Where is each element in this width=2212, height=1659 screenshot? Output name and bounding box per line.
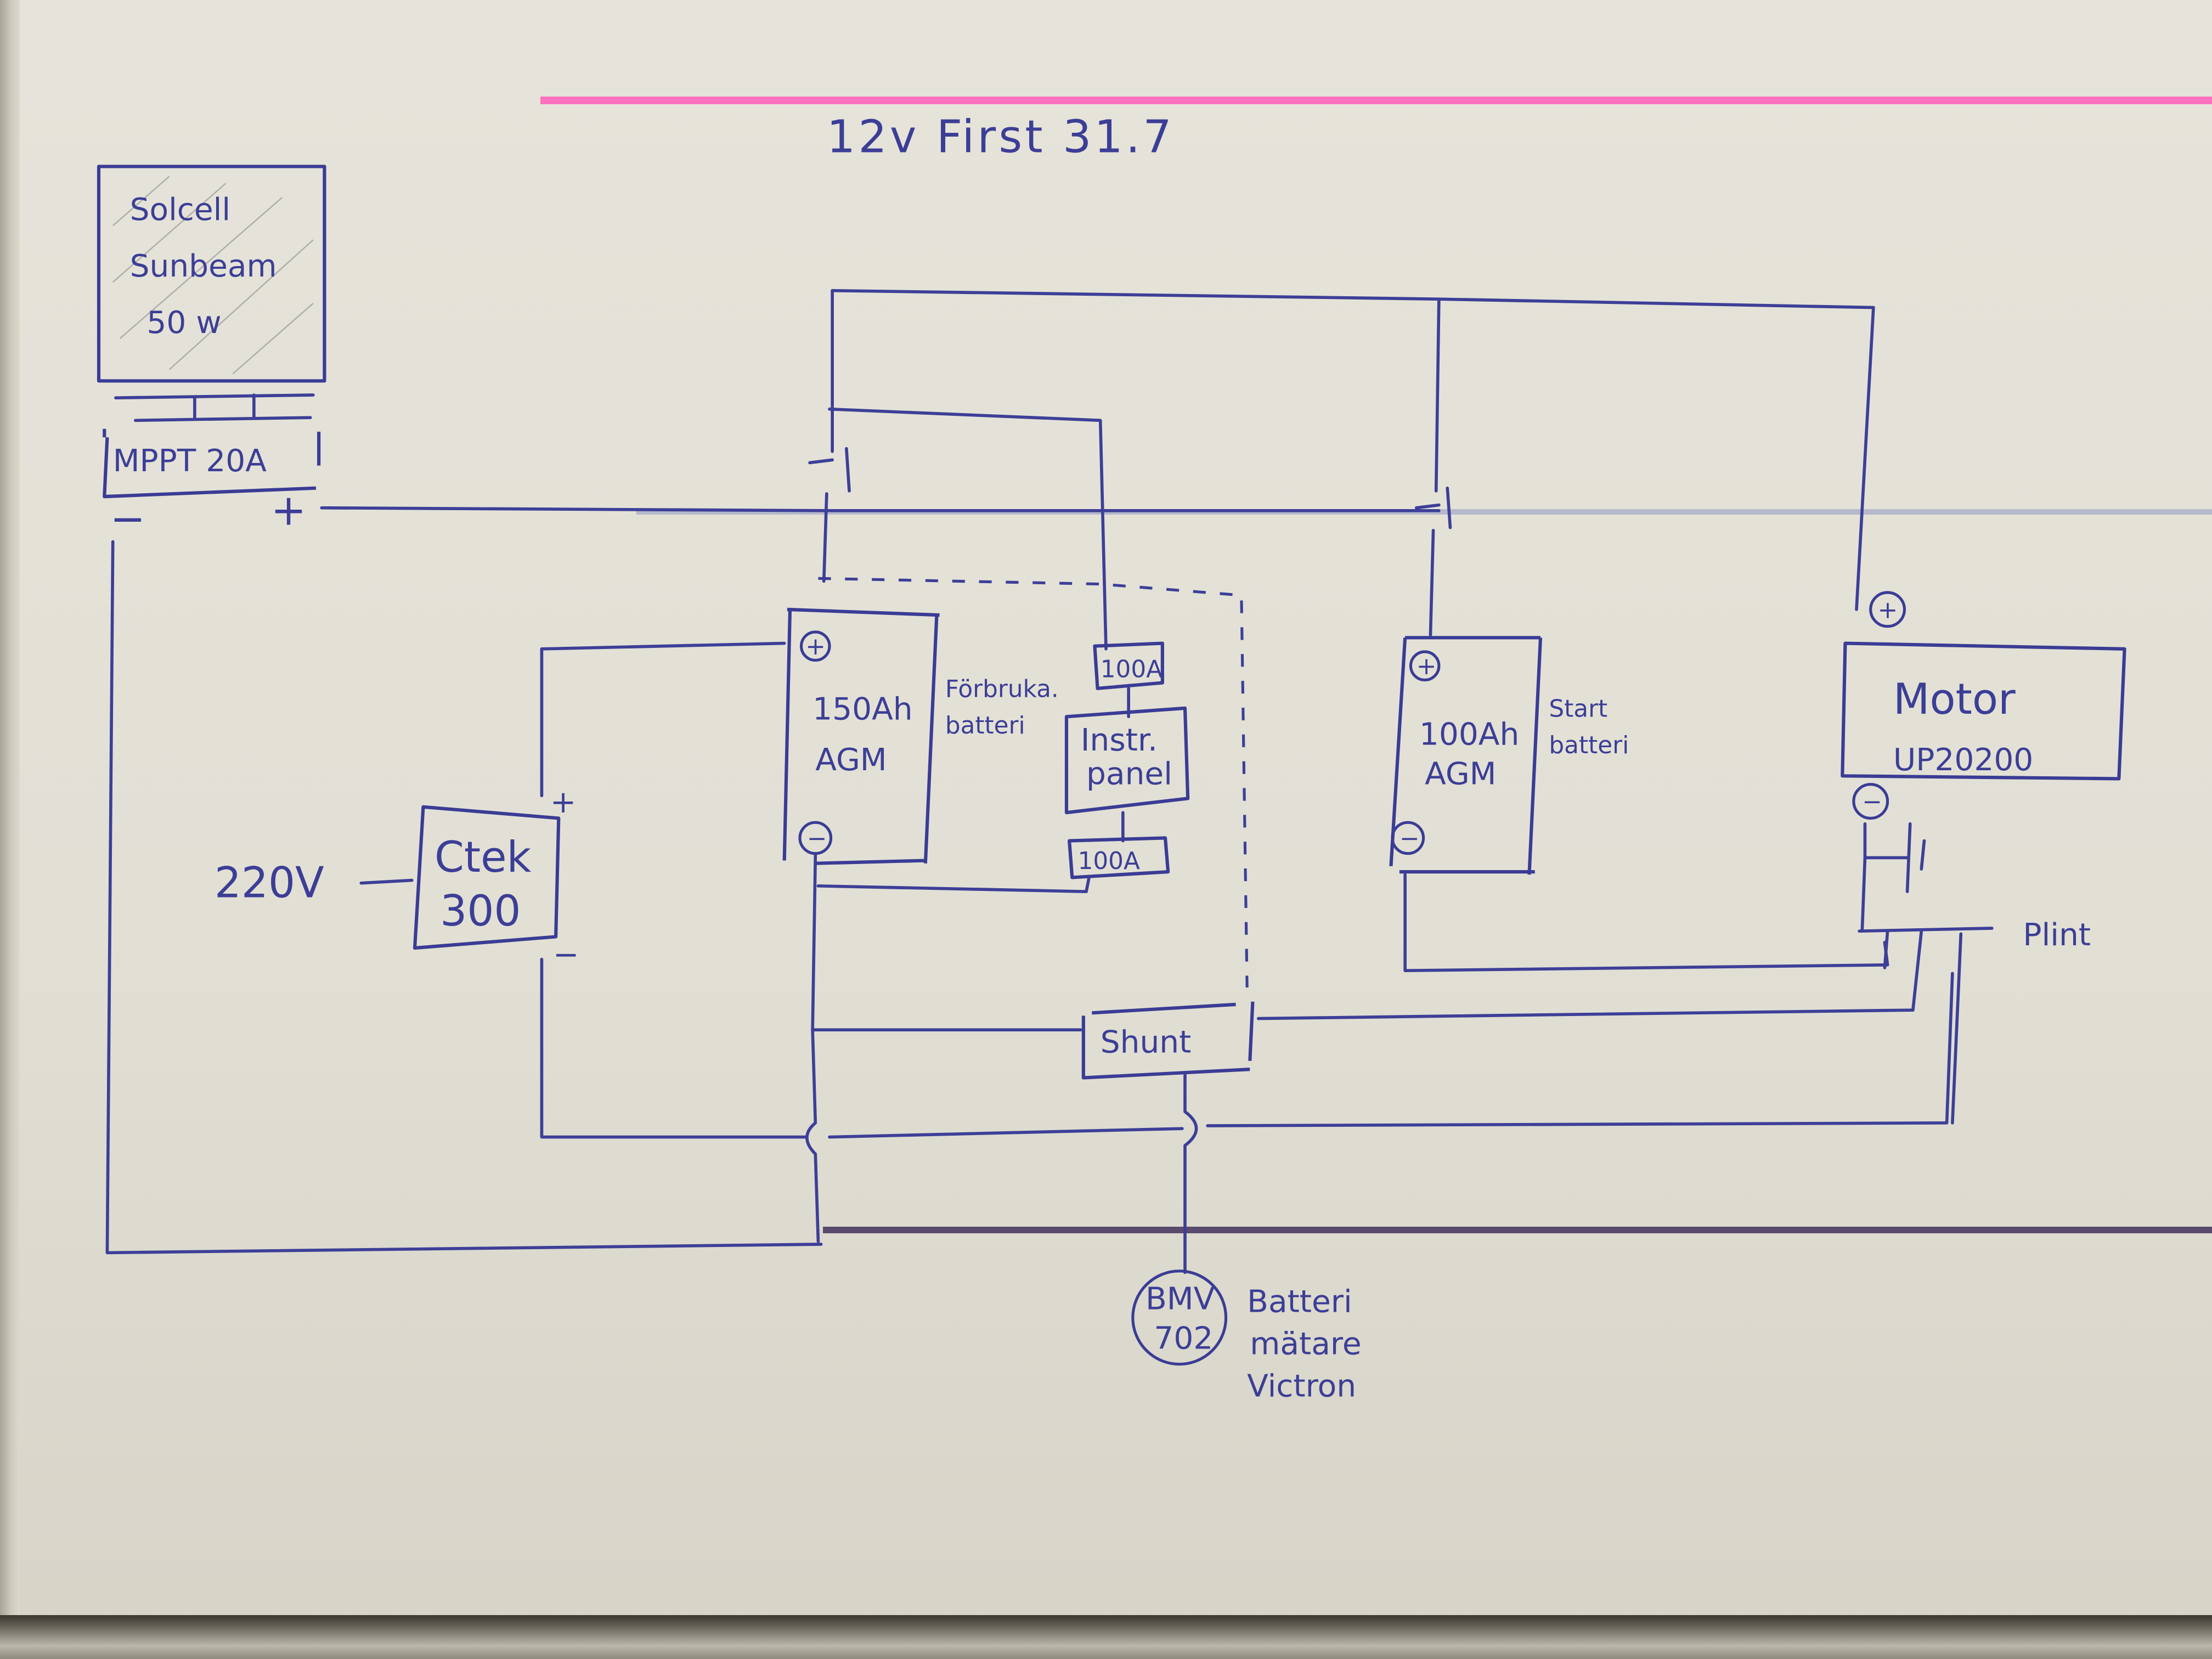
- charger-input-voltage: 220V: [215, 858, 324, 907]
- mppt-negative-wire: [105, 540, 823, 1255]
- start-battery-note: Start: [1549, 695, 1607, 723]
- fuse-top-label: 100A: [1101, 655, 1163, 683]
- charger-plus: +: [550, 784, 576, 820]
- highlight-stripe: [540, 97, 2212, 104]
- battery-monitor-note-3: Victron: [1247, 1368, 1356, 1404]
- sense-wire-dashed: [818, 577, 1249, 988]
- mppt-controller: MPPT 20A + −: [103, 428, 321, 544]
- motor-positive-terminal: [1869, 591, 1906, 628]
- solar-panel-label: Solcell: [130, 191, 231, 228]
- start-battery-type: AGM: [1425, 756, 1496, 792]
- motor-capacitor: [1860, 822, 1926, 933]
- shunt: Shunt: [1081, 1001, 1255, 1080]
- instrument-panel: Instr. panel: [1064, 706, 1190, 815]
- house-battery-type: AGM: [815, 742, 887, 778]
- start-battery-capacity: 100Ah: [1419, 716, 1520, 753]
- terminal-block-label: Plint: [2023, 917, 2091, 953]
- battery-monitor-note-2: mätare: [1250, 1326, 1361, 1362]
- mppt-plus: +: [271, 486, 307, 535]
- panel-negative-return: [816, 876, 1091, 893]
- solar-mppt-link: [114, 393, 315, 422]
- motor-model: UP20200: [1893, 742, 2033, 778]
- house-battery-note-2: batteri: [945, 712, 1025, 740]
- start-battery-switch: [1414, 486, 1452, 636]
- diagram-title: 12v First 31.7: [827, 111, 1175, 163]
- house-battery: + − 150Ah AGM Förbruka. batteri: [782, 607, 1059, 865]
- battery-monitor-number: 702: [1154, 1320, 1213, 1356]
- solar-panel-brand: Sunbeam: [130, 248, 277, 284]
- charger-model: 300: [440, 887, 521, 936]
- motor-negative-terminal: [1852, 783, 1889, 820]
- house-battery-minus: −: [807, 825, 827, 853]
- charger-positive-wire: [540, 641, 786, 651]
- motor-plus: +: [1878, 596, 1898, 624]
- instrument-feed-wire: [828, 407, 1108, 651]
- house-negative-to-shunt: [811, 853, 1082, 1031]
- house-battery-capacity: 150Ah: [812, 691, 913, 727]
- fuse-bottom-label: 100A: [1078, 847, 1140, 875]
- terminal-block: Plint: [1858, 917, 2091, 1125]
- start-battery: + − 100Ah AGM Start batteri: [1389, 636, 1629, 875]
- fuse-bottom: 100A: [1068, 836, 1170, 879]
- house-battery-note: Förbruka.: [945, 675, 1059, 703]
- mppt-positive-wire: [320, 506, 1441, 512]
- start-battery-minus: −: [1400, 825, 1420, 853]
- motor-label: Motor: [1893, 675, 2016, 724]
- shunt-to-monitor-wire: [1183, 1073, 1198, 1274]
- mppt-minus: −: [110, 494, 146, 544]
- motor-minus: −: [1862, 788, 1882, 816]
- shunt-label: Shunt: [1101, 1024, 1192, 1060]
- start-battery-note-2: batteri: [1549, 731, 1629, 759]
- shunt-to-plint-wire: [1256, 1008, 1915, 1020]
- solar-panel: Solcell Sunbeam 50 w: [97, 165, 326, 383]
- battery-monitor-note: Batteri: [1247, 1283, 1352, 1319]
- fuse-top: 100A: [1093, 641, 1164, 690]
- paper-edge-left: [0, 0, 20, 1659]
- start-bus-riser: [1434, 297, 1441, 493]
- charger-ctek: Ctek 300 + − 220V: [215, 784, 579, 973]
- mppt-label: MPPT 20A: [113, 443, 267, 479]
- house-battery-plus: +: [805, 633, 826, 661]
- instrument-panel-label-2: panel: [1086, 756, 1172, 792]
- top-positive-bus: [831, 289, 1875, 309]
- artifact-band: [823, 1227, 2212, 1233]
- instrument-panel-label: Instr.: [1081, 722, 1158, 758]
- charger-negative-wire: [540, 957, 1954, 1139]
- house-main-switch: [808, 447, 851, 583]
- start-negative-to-plint: [1403, 873, 1889, 972]
- battery-monitor-model: BMV: [1146, 1280, 1215, 1317]
- motor-positive-wire: [1855, 306, 1875, 611]
- solar-panel-wattage: 50 w: [146, 304, 221, 341]
- start-battery-plus: +: [1417, 652, 1437, 680]
- charger-minus: −: [553, 936, 579, 973]
- battery-monitor-body: [1131, 1269, 1228, 1366]
- solar-hatching: [112, 176, 314, 375]
- charger-label: Ctek: [435, 833, 532, 882]
- battery-monitor: BMV 702 Batteri mätare Victron: [1131, 1269, 1362, 1404]
- start-battery-positive-terminal: [1409, 650, 1441, 681]
- start-battery-negative-terminal: [1391, 821, 1425, 855]
- house-battery-positive-terminal: [800, 630, 831, 662]
- table-edge: [0, 1615, 2212, 1659]
- house-negative-crossover: [805, 1028, 820, 1243]
- motor: + Motor UP20200 −: [1841, 591, 2126, 820]
